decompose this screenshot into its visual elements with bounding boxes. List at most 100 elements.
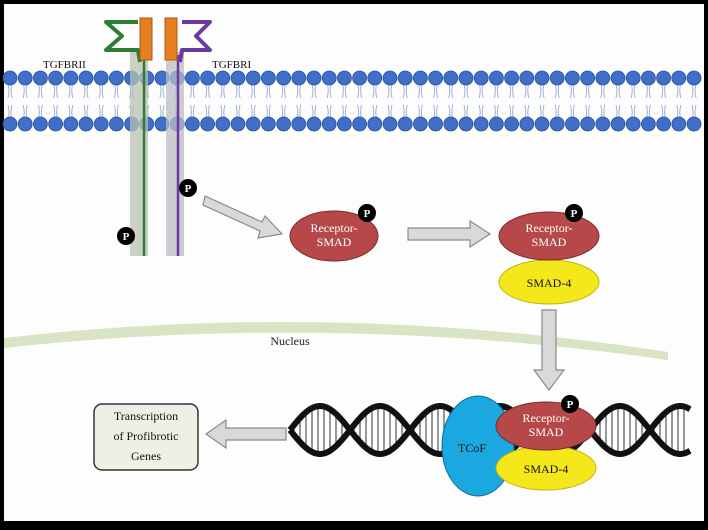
rsmad-label-line1: Receptor-	[310, 221, 357, 235]
lipid-head	[580, 116, 595, 132]
receptor-ii-shaft	[130, 52, 148, 256]
lipid-head	[336, 70, 352, 86]
lipid-head	[412, 70, 428, 86]
lipid-head	[473, 116, 489, 132]
rsmad-label-line2: SMAD	[532, 235, 567, 249]
lipid-head	[428, 70, 444, 86]
lipid-head	[671, 70, 687, 86]
lipid-head	[230, 116, 246, 132]
lipid-head	[17, 116, 33, 132]
phospho-label: P	[567, 399, 574, 411]
lipid-head	[565, 116, 580, 132]
lipid-head	[78, 116, 94, 132]
lipid-head	[412, 116, 428, 132]
lipid-head	[367, 116, 383, 132]
smad4-label: SMAD-4	[527, 276, 572, 290]
lipid-head	[473, 70, 489, 86]
phospho-label: P	[364, 208, 371, 220]
nucleus-membrane	[4, 321, 668, 360]
receptor-ii-ligand-box	[139, 17, 153, 61]
rsmad-ellipse	[498, 211, 600, 261]
lipid-head	[184, 116, 200, 132]
receptor-ii-extracellular-domain	[104, 20, 142, 63]
lipid-head	[306, 70, 322, 86]
lipid-head	[625, 116, 641, 132]
transcription-output-box: Transcription of Profibrotic Genes	[93, 403, 199, 471]
arrow-receptor-to-rsmad	[202, 195, 284, 239]
lipid-head	[610, 116, 626, 132]
lipid-head	[321, 70, 337, 86]
lipid-head	[2, 70, 18, 86]
lipid-head	[458, 70, 474, 86]
cell-membrane	[2, 70, 702, 132]
lipid-head	[245, 116, 261, 132]
receptor-i-shaft	[166, 52, 184, 256]
rsmad-label-line2: SMAD	[317, 235, 352, 249]
lipid-head	[276, 70, 292, 86]
lipid-head	[48, 70, 63, 86]
tcof-label: TCoF	[458, 441, 486, 455]
lipid-head	[306, 116, 322, 132]
phospho-label: P	[571, 208, 578, 220]
receptor-complex: TGFBRII TGFBRI	[43, 17, 251, 256]
lipid-head	[671, 116, 687, 132]
lipid-head	[595, 116, 611, 132]
lipid-head	[686, 116, 702, 132]
lipid-head	[63, 70, 79, 86]
lipid-head	[641, 70, 656, 86]
lipid-head	[230, 70, 246, 86]
lipid-head	[321, 116, 337, 132]
lipid-head	[519, 116, 535, 132]
lipid-head	[184, 70, 200, 86]
phospho-marker	[565, 204, 583, 222]
phospho-label: P	[123, 231, 130, 243]
phospho-receptor-i: P	[179, 179, 197, 197]
arrow-dna-to-transcription	[204, 418, 287, 450]
lipid-head	[260, 70, 276, 86]
lipid-head	[428, 116, 444, 132]
transcription-complex: TCoF SMAD-4 Receptor- SMAD P	[441, 395, 597, 497]
output-line3: Genes	[131, 449, 161, 463]
lipid-head	[291, 116, 307, 132]
output-line2: of Profibrotic	[114, 429, 179, 443]
lipid-head	[17, 70, 33, 86]
lipid-head	[336, 116, 352, 132]
lipid-head	[291, 70, 307, 86]
lipid-head	[488, 70, 504, 86]
lipid-head	[656, 116, 671, 132]
lipid-head	[565, 70, 580, 86]
lipid-head	[93, 70, 109, 86]
lipid-head	[215, 70, 231, 86]
phospho-marker	[358, 204, 376, 222]
arrow-rsmad-to-complex	[407, 219, 492, 249]
lipid-head	[397, 116, 413, 132]
lipid-head	[549, 116, 565, 132]
receptor-i-extracellular-domain	[178, 20, 212, 63]
lipid-head	[352, 116, 368, 132]
lipid-head	[93, 116, 109, 132]
lipid-head	[641, 116, 656, 132]
lipid-head	[63, 116, 79, 132]
lipid-head	[352, 70, 368, 86]
lipid-head	[595, 70, 611, 86]
lipid-head	[2, 116, 18, 132]
output-line1: Transcription	[114, 409, 178, 423]
lipid-head	[200, 70, 216, 86]
phospho-marker	[561, 395, 579, 413]
tgfbrii-label: TGFBRII	[43, 59, 86, 71]
lipid-head	[488, 116, 504, 132]
lipid-head	[33, 116, 48, 132]
lipid-head	[686, 70, 702, 86]
lipid-head	[109, 116, 124, 132]
lipid-head	[260, 116, 276, 132]
lipid-head	[443, 70, 459, 86]
lipid-head	[382, 70, 398, 86]
lipid-head	[109, 70, 124, 86]
lipid-head	[458, 116, 474, 132]
rsmad-label-line2: SMAD	[529, 425, 564, 439]
lipid-head	[200, 116, 216, 132]
smad4-label: SMAD-4	[524, 462, 569, 476]
lipid-head	[625, 70, 641, 86]
